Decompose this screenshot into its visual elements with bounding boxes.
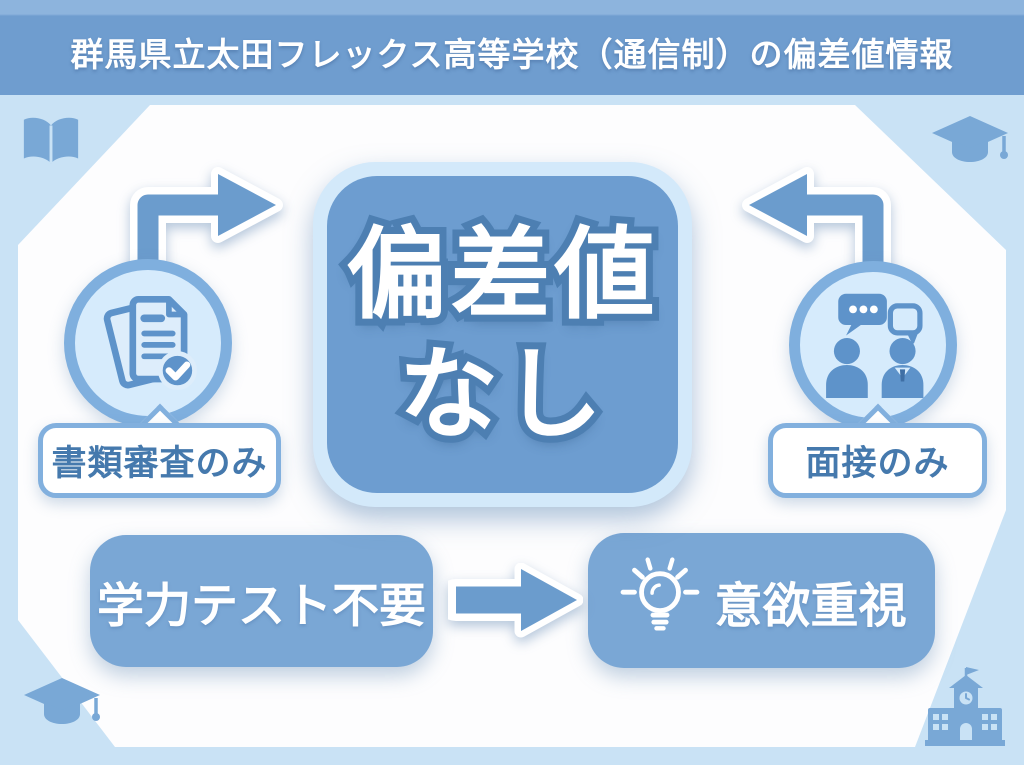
deviation-text: 偏差値 なし [327, 176, 678, 493]
motivation-label: 意欲重視 [714, 579, 907, 633]
no-test-box: 学力テスト不要 [90, 535, 433, 667]
interview-label: 面接のみ [805, 444, 950, 483]
deviation-text-line1: 偏差値 [346, 218, 659, 331]
graduation-cap-icon [932, 116, 1008, 162]
deviation-score-box: 偏差値 なし 偏差値 なし [313, 162, 692, 507]
deviation-score-box-inner: 偏差値 なし 偏差値 なし [327, 176, 678, 493]
lightbulb-icon [616, 556, 704, 646]
interview-bubble: 面接のみ [768, 403, 987, 498]
bubble-body: 面接のみ [768, 423, 987, 498]
header-banner: 群馬県立太田フレックス高等学校（通信制）の偏差値情報 [0, 0, 1024, 95]
right-arrow-icon [448, 563, 583, 638]
school-building-icon [925, 667, 1005, 746]
document-screening-label: 書類審査のみ [51, 444, 268, 483]
elbow-arrow-right-icon [742, 167, 891, 282]
interview-chat-icon [826, 293, 924, 398]
motivation-box: 意欲重視 [588, 533, 935, 668]
deviation-text-outline: 偏差値 なし [340, 212, 662, 458]
interview-circle [789, 261, 957, 429]
document-screening-bubble: 書類審査のみ [38, 403, 281, 498]
graduation-cap-icon [24, 678, 100, 724]
bubble-body: 書類審査のみ [38, 423, 281, 498]
no-test-label: 学力テスト不要 [97, 578, 426, 632]
documents-check-icon [103, 295, 197, 391]
open-book-icon [23, 117, 79, 164]
page-title: 群馬県立太田フレックス高等学校（通信制）の偏差値情報 [70, 35, 954, 73]
document-screening-circle [64, 259, 232, 427]
deviation-text-line2: なし [398, 338, 607, 451]
elbow-arrow-left-icon [130, 167, 283, 282]
